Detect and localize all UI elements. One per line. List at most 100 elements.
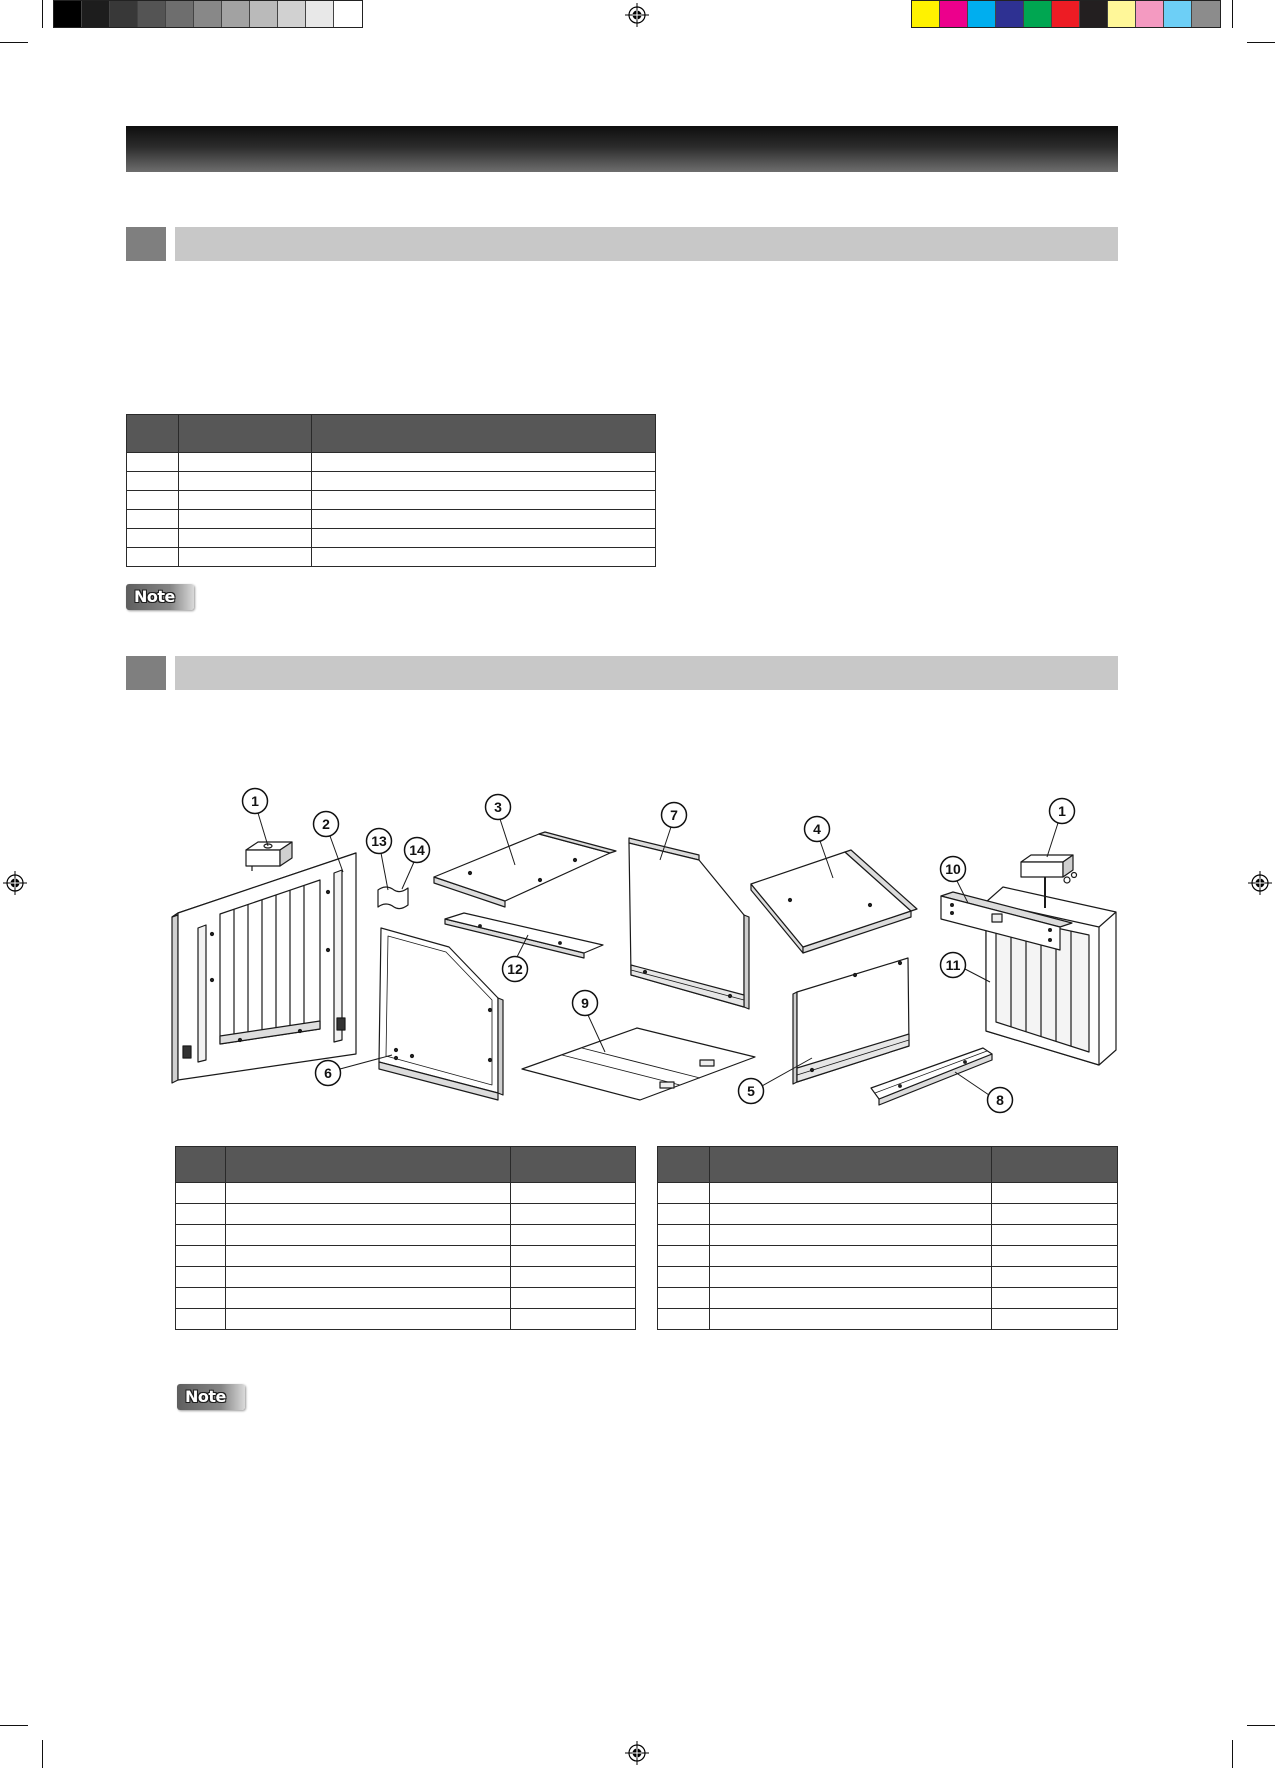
note-badge: Note — [177, 1384, 245, 1410]
leader-line — [339, 1054, 393, 1070]
section-2-marker — [126, 656, 166, 690]
table-cell — [178, 490, 312, 510]
color-swatch — [250, 1, 278, 27]
table-cell — [225, 1224, 511, 1246]
table-cell — [178, 452, 312, 472]
table-cell — [311, 452, 656, 472]
table-cell — [225, 1245, 511, 1267]
callout-number: 9 — [581, 995, 589, 1011]
grayscale-calibration-bar — [53, 0, 363, 28]
table-header-row — [175, 1146, 636, 1183]
part-6-side-panel — [378, 927, 504, 1101]
color-swatch — [996, 1, 1024, 27]
table-cell — [709, 1182, 992, 1204]
crop-mark-bottom-right-v — [1232, 1740, 1233, 1768]
parts-table-left — [175, 1146, 636, 1330]
table-row — [657, 1224, 1118, 1246]
table-cell — [709, 1245, 992, 1267]
table-cell — [126, 490, 179, 510]
table-row — [657, 1266, 1118, 1288]
table-cell — [709, 1287, 992, 1309]
callout-6: 6 — [314, 1059, 342, 1087]
table-row — [175, 1287, 636, 1309]
crop-mark-top-left-v — [42, 0, 43, 28]
table-cell — [175, 1182, 226, 1204]
table-header-row — [657, 1146, 1118, 1183]
table-header-cell — [178, 414, 312, 453]
table-header-cell — [175, 1146, 226, 1183]
color-swatch — [138, 1, 166, 27]
part-13-14-sheet — [377, 886, 409, 910]
table-row — [657, 1245, 1118, 1267]
color-swatch — [1024, 1, 1052, 27]
table-cell — [175, 1266, 226, 1288]
callout-8: 8 — [986, 1086, 1014, 1114]
page-title-bar — [126, 126, 1118, 172]
table-header-row — [126, 414, 656, 453]
part-4-top-cover — [750, 849, 918, 954]
part-7-side-panel — [628, 837, 750, 1010]
table-cell — [657, 1203, 710, 1225]
table-cell — [126, 547, 179, 567]
leader-line — [954, 1071, 990, 1096]
callout-number: 8 — [996, 1092, 1004, 1108]
table-row — [657, 1287, 1118, 1309]
table-cell — [657, 1224, 710, 1246]
callout-number: 3 — [494, 799, 502, 815]
table-cell — [657, 1308, 710, 1330]
leader-line — [499, 818, 516, 866]
leader-line — [257, 812, 269, 847]
color-swatch — [278, 1, 306, 27]
callout-2: 2 — [312, 810, 340, 838]
callout-number: 1 — [251, 793, 259, 809]
callout-9: 9 — [571, 989, 599, 1017]
table-cell — [657, 1245, 710, 1267]
color-swatch — [306, 1, 334, 27]
leader-line — [516, 934, 529, 958]
table-row — [175, 1266, 636, 1288]
table-cell — [991, 1182, 1118, 1204]
table-cell — [311, 528, 656, 548]
table-cell — [991, 1245, 1118, 1267]
leader-line — [964, 968, 991, 983]
table-row — [175, 1224, 636, 1246]
spec-table — [126, 414, 656, 567]
callout-14: 14 — [403, 836, 431, 864]
color-swatch — [1164, 1, 1192, 27]
note-badge: Note — [126, 584, 194, 610]
color-swatch — [1192, 1, 1220, 27]
callout-number: 11 — [946, 957, 961, 973]
table-row — [126, 490, 656, 510]
table-cell — [510, 1287, 636, 1309]
table-cell — [510, 1266, 636, 1288]
table-cell — [311, 471, 656, 491]
table-header-cell — [510, 1146, 636, 1183]
table-row — [126, 509, 656, 529]
table-cell — [991, 1308, 1118, 1330]
table-cell — [709, 1308, 992, 1330]
table-row — [126, 471, 656, 491]
table-header-cell — [657, 1146, 710, 1183]
leader-line — [380, 852, 389, 891]
table-row — [126, 452, 656, 472]
part-1-box-right — [1020, 854, 1078, 884]
table-cell — [175, 1203, 226, 1225]
registration-mark-bottom — [625, 1741, 649, 1765]
table-cell — [709, 1266, 992, 1288]
color-swatch — [1052, 1, 1080, 27]
callout-1-right: 1 — [1048, 797, 1076, 825]
table-cell — [510, 1224, 636, 1246]
table-cell — [126, 509, 179, 529]
callout-number: 6 — [324, 1065, 332, 1081]
table-cell — [178, 471, 312, 491]
table-row — [175, 1182, 636, 1204]
table-row — [657, 1203, 1118, 1225]
color-swatch — [194, 1, 222, 27]
table-cell — [510, 1182, 636, 1204]
leader-line — [659, 826, 672, 861]
process-color-calibration-bar — [911, 0, 1221, 28]
callout-3: 3 — [484, 793, 512, 821]
color-swatch — [1108, 1, 1136, 27]
part-10-plate — [940, 891, 1073, 951]
